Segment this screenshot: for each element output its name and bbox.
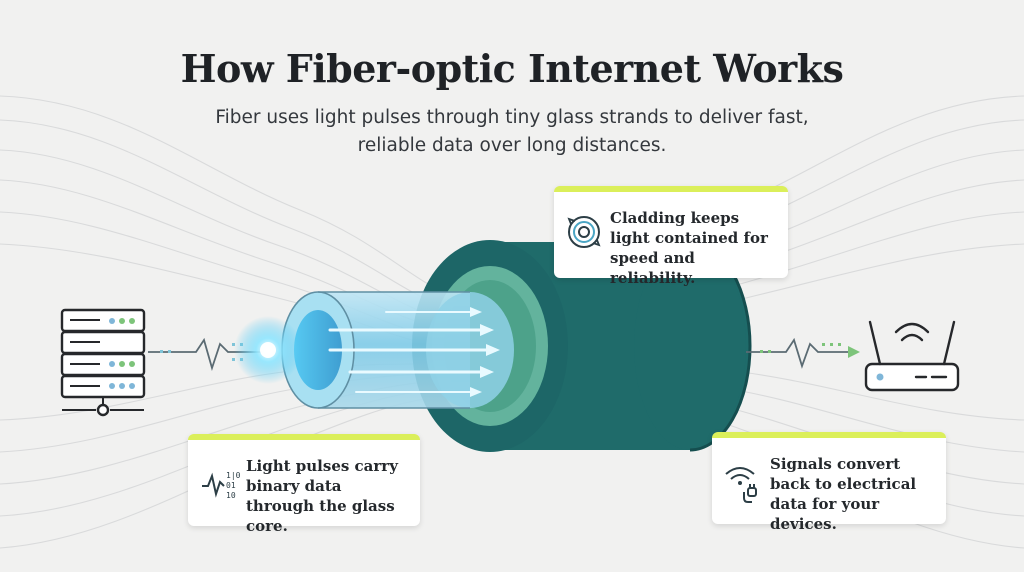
page-title: How Fiber-optic Internet Works bbox=[180, 46, 844, 91]
wifi-plug-icon bbox=[725, 467, 757, 503]
callout-pulses: 1|0 01 10 Light pulses carry binary data… bbox=[188, 434, 420, 535]
callout-cladding: Cladding keeps light contained for speed… bbox=[554, 186, 788, 287]
signal-dots-right bbox=[760, 343, 841, 353]
svg-text:1|0: 1|0 bbox=[226, 471, 240, 480]
server-rack-icon bbox=[60, 308, 146, 417]
page-subtitle: Fiber uses light pulses through tiny gla… bbox=[215, 107, 809, 156]
callout-pulses-text: Light pulses carry binary data through t… bbox=[246, 457, 398, 535]
light-pulse-arrows bbox=[328, 307, 500, 397]
callout-signals: Signals convert back to electrical data … bbox=[712, 432, 946, 533]
concentric-rings-icon bbox=[567, 216, 601, 248]
waveform-binary-icon: 1|0 01 10 bbox=[202, 471, 240, 500]
signal-arrow-head bbox=[848, 346, 860, 358]
svg-text:01: 01 bbox=[226, 481, 236, 490]
wifi-router-icon bbox=[864, 320, 960, 392]
outgoing-signal-line bbox=[746, 337, 848, 369]
svg-text:10: 10 bbox=[226, 491, 236, 500]
callout-signals-text: Signals convert back to electrical data … bbox=[770, 455, 917, 533]
incoming-signal-line bbox=[148, 337, 262, 372]
callout-cladding-text: Cladding keeps light contained for speed… bbox=[610, 209, 768, 287]
